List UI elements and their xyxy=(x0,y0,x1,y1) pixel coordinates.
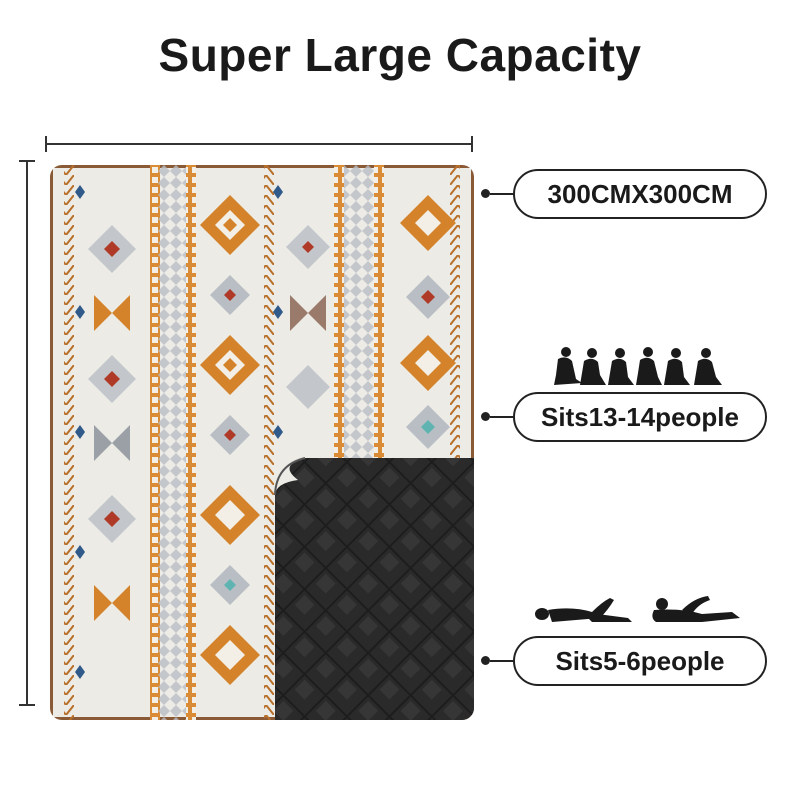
sitting-pointer-dot xyxy=(481,412,490,421)
lying-pointer-dot xyxy=(481,656,490,665)
size-pointer-dot xyxy=(481,189,490,198)
lying-people-icon xyxy=(535,596,740,622)
size-connector xyxy=(490,193,514,195)
picnic-blanket-image xyxy=(50,165,474,720)
lying-connector xyxy=(490,660,514,662)
sitting-capacity-label: Sits13-14people xyxy=(513,392,767,442)
size-label: 300CMX300CM xyxy=(513,169,767,219)
lying-capacity-label: Sits5-6people xyxy=(513,636,767,686)
page-title: Super Large Capacity xyxy=(158,29,642,81)
seated-people-icon xyxy=(554,347,722,385)
sitting-connector xyxy=(490,416,514,418)
